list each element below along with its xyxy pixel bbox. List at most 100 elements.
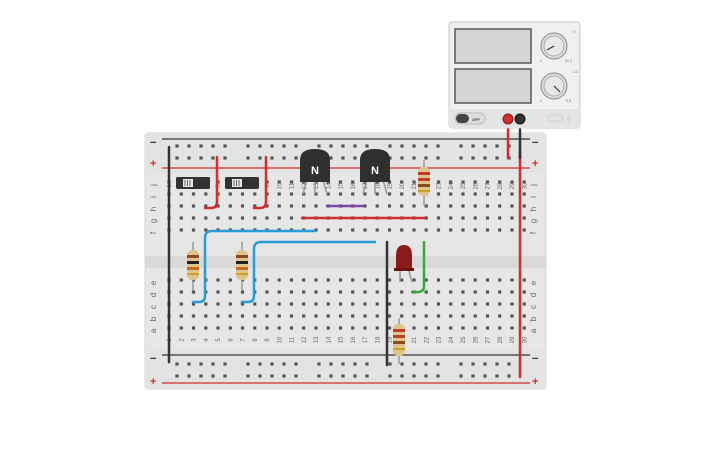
- breadboard-hole[interactable]: [449, 290, 453, 294]
- breadboard-hole[interactable]: [449, 192, 453, 196]
- breadboard-hole[interactable]: [277, 192, 281, 196]
- breadboard-hole[interactable]: [436, 290, 441, 294]
- breadboard-hole[interactable]: [179, 278, 183, 282]
- breadboard-hole[interactable]: [436, 362, 440, 366]
- breadboard-hole[interactable]: [204, 228, 208, 232]
- breadboard-hole[interactable]: [179, 204, 183, 208]
- breadboard-hole[interactable]: [510, 180, 514, 184]
- breadboard-hole[interactable]: [353, 362, 357, 366]
- breadboard-hole[interactable]: [363, 204, 367, 208]
- breadboard-hole[interactable]: [317, 144, 321, 148]
- breadboard-hole[interactable]: [498, 204, 502, 208]
- breadboard-hole[interactable]: [412, 374, 416, 378]
- breadboard-hole[interactable]: [473, 204, 477, 208]
- led-red[interactable]: [394, 245, 414, 283]
- breadboard-hole[interactable]: [375, 192, 379, 196]
- breadboard-hole[interactable]: [228, 302, 232, 306]
- breadboard-hole[interactable]: [191, 326, 196, 330]
- breadboard-hole[interactable]: [483, 362, 487, 366]
- breadboard-hole[interactable]: [436, 374, 440, 378]
- breadboard-hole[interactable]: [461, 302, 465, 306]
- breadboard-hole[interactable]: [498, 326, 502, 330]
- breadboard-hole[interactable]: [461, 228, 465, 232]
- breadboard-hole[interactable]: [258, 156, 262, 160]
- breadboard-hole[interactable]: [449, 180, 453, 184]
- breadboard-hole[interactable]: [498, 314, 502, 318]
- breadboard-hole[interactable]: [240, 192, 245, 196]
- breadboard-hole[interactable]: [363, 326, 367, 330]
- current-knob[interactable]: [540, 72, 568, 100]
- breadboard-hole[interactable]: [216, 314, 220, 318]
- breadboard-hole[interactable]: [449, 302, 453, 306]
- breadboard-hole[interactable]: [507, 374, 511, 378]
- breadboard-hole[interactable]: [216, 204, 220, 208]
- breadboard-hole[interactable]: [191, 302, 196, 306]
- breadboard-hole[interactable]: [341, 144, 345, 148]
- breadboard-hole[interactable]: [424, 302, 428, 306]
- breadboard-hole[interactable]: [338, 314, 343, 318]
- breadboard-hole[interactable]: [338, 302, 343, 306]
- breadboard-hole[interactable]: [204, 204, 208, 208]
- breadboard-hole[interactable]: [351, 278, 355, 282]
- breadboard-hole[interactable]: [258, 374, 262, 378]
- breadboard-hole[interactable]: [485, 216, 490, 220]
- breadboard-hole[interactable]: [522, 216, 526, 220]
- breadboard-hole[interactable]: [400, 362, 404, 366]
- breadboard-hole[interactable]: [265, 314, 269, 318]
- breadboard-hole[interactable]: [388, 374, 392, 378]
- breadboard-hole[interactable]: [522, 204, 526, 208]
- breadboard-hole[interactable]: [179, 314, 183, 318]
- breadboard-hole[interactable]: [473, 302, 477, 306]
- breadboard-hole[interactable]: [289, 326, 294, 330]
- breadboard-hole[interactable]: [294, 144, 298, 148]
- slide-switch-1[interactable]: [176, 177, 210, 189]
- breadboard-hole[interactable]: [375, 204, 379, 208]
- breadboard-hole[interactable]: [424, 326, 428, 330]
- breadboard-hole[interactable]: [424, 204, 428, 208]
- breadboard-hole[interactable]: [473, 192, 477, 196]
- breadboard-hole[interactable]: [317, 374, 321, 378]
- breadboard-hole[interactable]: [228, 216, 232, 220]
- breadboard-hole[interactable]: [473, 216, 477, 220]
- breadboard-hole[interactable]: [375, 302, 379, 306]
- breadboard-hole[interactable]: [199, 374, 203, 378]
- breadboard-hole[interactable]: [375, 326, 379, 330]
- breadboard-hole[interactable]: [228, 278, 232, 282]
- breadboard-hole[interactable]: [522, 290, 526, 294]
- breadboard-hole[interactable]: [179, 228, 183, 232]
- breadboard-hole[interactable]: [412, 144, 416, 148]
- breadboard-hole[interactable]: [471, 144, 475, 148]
- breadboard-hole[interactable]: [449, 204, 453, 208]
- breadboard-hole[interactable]: [400, 228, 404, 232]
- breadboard-hole[interactable]: [314, 192, 318, 196]
- breadboard-hole[interactable]: [473, 228, 477, 232]
- breadboard-hole[interactable]: [375, 290, 379, 294]
- breadboard-hole[interactable]: [253, 204, 257, 208]
- breadboard-hole[interactable]: [483, 144, 487, 148]
- transistor-2[interactable]: N: [360, 149, 390, 195]
- breadboard-hole[interactable]: [228, 204, 232, 208]
- breadboard-hole[interactable]: [211, 156, 215, 160]
- breadboard-hole[interactable]: [436, 326, 441, 330]
- breadboard-hole[interactable]: [341, 374, 345, 378]
- breadboard-hole[interactable]: [191, 216, 196, 220]
- breadboard-hole[interactable]: [498, 302, 502, 306]
- breadboard-hole[interactable]: [329, 374, 333, 378]
- breadboard-hole[interactable]: [204, 302, 208, 306]
- breadboard-hole[interactable]: [338, 326, 343, 330]
- breadboard-hole[interactable]: [216, 326, 220, 330]
- breadboard-hole[interactable]: [179, 302, 183, 306]
- breadboard-hole[interactable]: [412, 156, 416, 160]
- breadboard-hole[interactable]: [270, 374, 274, 378]
- breadboard-hole[interactable]: [223, 156, 227, 160]
- breadboard-hole[interactable]: [400, 204, 404, 208]
- breadboard-hole[interactable]: [485, 314, 490, 318]
- breadboard-hole[interactable]: [510, 326, 514, 330]
- breadboard-hole[interactable]: [240, 326, 245, 330]
- breadboard-hole[interactable]: [187, 156, 191, 160]
- breadboard-hole[interactable]: [510, 290, 514, 294]
- breadboard-hole[interactable]: [495, 144, 499, 148]
- breadboard-hole[interactable]: [175, 144, 179, 148]
- breadboard-hole[interactable]: [216, 278, 220, 282]
- breadboard-hole[interactable]: [265, 278, 269, 282]
